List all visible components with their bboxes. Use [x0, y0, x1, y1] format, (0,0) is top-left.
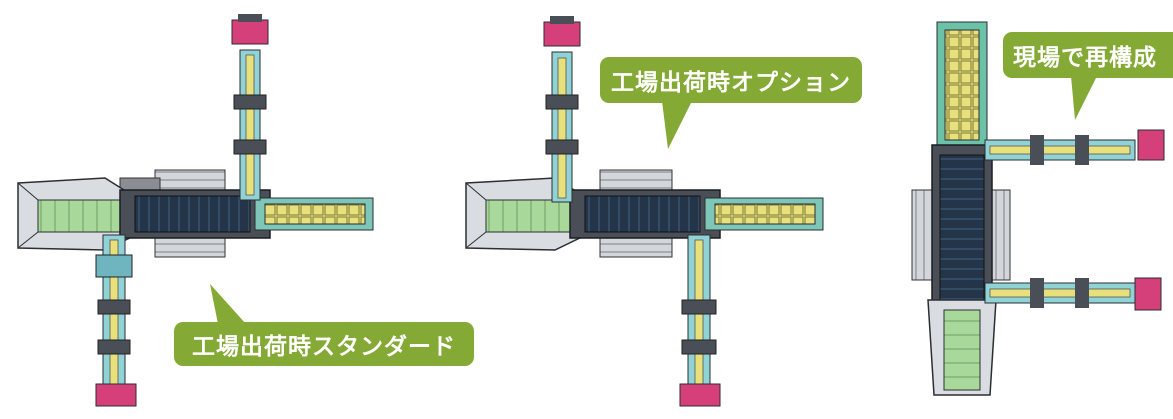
callout-option-label: 工場出荷時オプション [600, 57, 862, 103]
callout-standard: 工場出荷時スタンダード [174, 284, 474, 366]
machine-standard [17, 14, 374, 407]
pink-unit-top [231, 19, 269, 45]
callout-tail [1071, 76, 1097, 120]
callout-reconfigure: 現場で再構成 [1003, 32, 1173, 120]
machine-reconfigured [911, 21, 1165, 396]
track-top [154, 169, 226, 191]
machine-option [465, 16, 824, 407]
callout-reconfigure-label: 現場で再構成 [1003, 32, 1173, 78]
callout-standard-label: 工場出荷時スタンダード [174, 322, 474, 366]
main-belt [134, 195, 251, 233]
feeder-grid [37, 199, 134, 233]
callout-option: 工場出荷時オプション [600, 57, 862, 149]
callout-tail [662, 101, 692, 149]
callout-tail [210, 284, 246, 324]
pink-unit-bottom [95, 383, 137, 407]
